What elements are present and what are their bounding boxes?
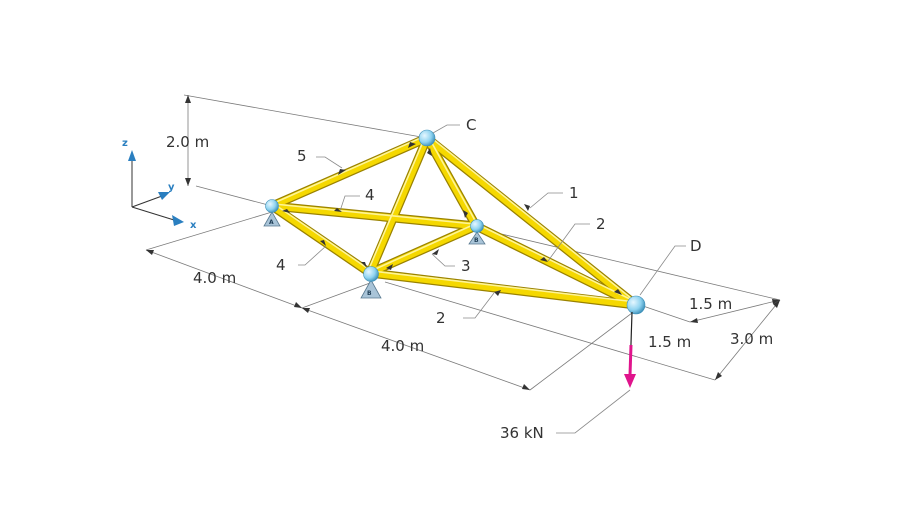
node-b[interactable] xyxy=(363,266,379,282)
member-2-bottom[interactable] xyxy=(366,269,640,309)
leader-lines xyxy=(298,124,686,319)
member-3[interactable] xyxy=(366,222,480,277)
support-b: B xyxy=(360,279,382,299)
x-axis-arrow-icon xyxy=(172,215,184,226)
node-c-label: C xyxy=(466,116,476,134)
member-1-label: 1 xyxy=(569,184,579,202)
svg-text:B: B xyxy=(367,290,372,297)
load-arrow xyxy=(556,311,636,434)
dimension-lines xyxy=(145,94,781,391)
load-arrowhead-icon xyxy=(624,374,636,388)
member-4-top-label: 4 xyxy=(365,186,375,204)
member-2-right-label: 2 xyxy=(596,215,606,233)
nodes xyxy=(265,129,646,315)
load-label: 36 kN xyxy=(500,424,544,442)
member-4-left[interactable] xyxy=(268,202,374,277)
member-1[interactable] xyxy=(423,134,640,309)
member-5-label: 5 xyxy=(297,147,307,165)
support-a: A xyxy=(263,211,281,227)
member-4-top[interactable] xyxy=(268,202,480,230)
y-dimension-lower-label: 1.5 m xyxy=(648,333,691,351)
z-axis-label: z xyxy=(122,138,128,149)
node-b2[interactable] xyxy=(470,219,484,233)
supports: A B B xyxy=(263,211,486,299)
member-c-b2[interactable] xyxy=(423,134,480,230)
member-4-left-label: 4 xyxy=(276,256,286,274)
node-c[interactable] xyxy=(418,129,436,147)
node-d-label: D xyxy=(690,237,702,255)
labels: C D 5 4 4 1 2 3 2 2.0 m 4.0 m 4.0 m 1.5 … xyxy=(166,116,773,442)
height-dimension-label: 2.0 m xyxy=(166,133,209,151)
node-d[interactable] xyxy=(626,295,646,315)
coordinate-axes: z y x xyxy=(122,138,197,231)
member-5[interactable] xyxy=(268,134,431,210)
svg-text:A: A xyxy=(269,219,274,226)
x-axis-label: x xyxy=(190,220,197,231)
y-axis-label: y xyxy=(168,182,175,193)
node-a[interactable] xyxy=(265,199,279,213)
y-dimension-total-label: 3.0 m xyxy=(730,330,773,348)
x-dimension-second-label: 4.0 m xyxy=(381,337,424,355)
y-dimension-upper-label: 1.5 m xyxy=(689,295,732,313)
svg-text:B: B xyxy=(474,237,479,244)
x-dimension-first-label: 4.0 m xyxy=(193,269,236,287)
y-axis-arrow-icon xyxy=(158,192,170,200)
member-b-c[interactable] xyxy=(366,134,431,277)
support-b2: B xyxy=(468,231,486,245)
member-3-label: 3 xyxy=(461,257,471,275)
member-2-right[interactable] xyxy=(472,222,640,309)
z-axis-arrow-icon xyxy=(128,150,136,161)
member-2-bottom-label: 2 xyxy=(436,309,446,327)
truss-members xyxy=(267,133,641,310)
